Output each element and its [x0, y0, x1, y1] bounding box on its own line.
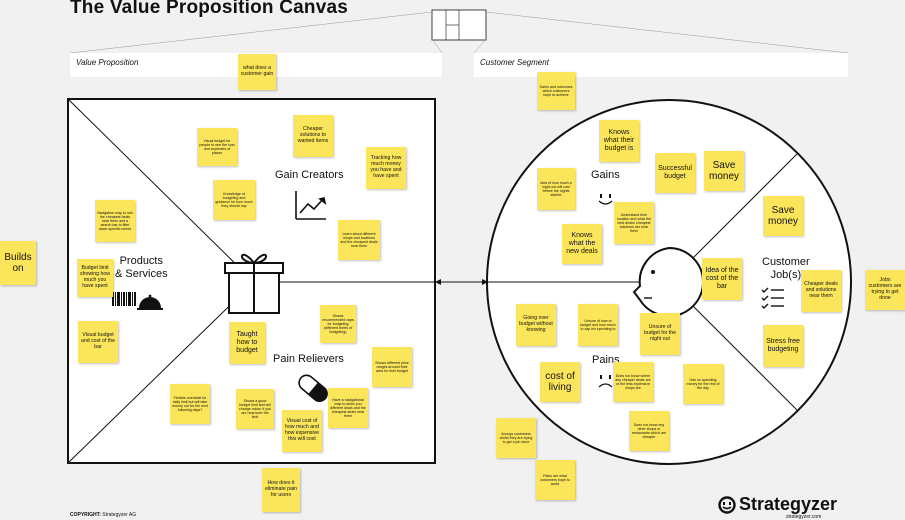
pains-label: Pains	[592, 354, 620, 366]
sticky-note[interactable]: How does it eliminate pain for users	[262, 468, 300, 512]
sticky-note[interactable]: Taught how to budget	[229, 322, 265, 364]
sticky-note[interactable]: Knows what their budget is	[599, 120, 639, 162]
sticky-note[interactable]: Going over budget without knowing	[516, 304, 556, 346]
sticky-note[interactable]: Flexible overdraft for daily limit but w…	[170, 384, 210, 424]
customer-segment-header: Customer Segment	[474, 53, 848, 77]
sticky-note[interactable]: cost of living	[540, 362, 580, 402]
arrow-right-icon	[482, 279, 488, 285]
sticky-note[interactable]: Idea of how much a night-out will cost b…	[537, 168, 575, 210]
sticky-note[interactable]: Save money	[763, 196, 803, 236]
sticky-note[interactable]: Annoys customers whilst they are trying …	[496, 418, 536, 458]
customer-jobs-label-line2: Job(s)	[770, 268, 802, 281]
sticky-note[interactable]: Has no spending money for the rest of th…	[683, 364, 723, 404]
sticky-note[interactable]: Shows recommended caps for budgeting (di…	[320, 305, 356, 343]
sticky-note[interactable]: Visual budget and cost of the bar	[78, 321, 118, 363]
sticky-note[interactable]: Learn about different shops and location…	[338, 220, 380, 260]
sticky-note[interactable]: Understand their location and what the b…	[614, 202, 654, 244]
products-services-label-line2: & Services	[115, 267, 168, 280]
customer-jobs-label-line1: Customer	[762, 256, 810, 268]
sticky-note[interactable]: Budget limit showing how much you have s…	[77, 259, 113, 297]
customer-face-icon	[632, 246, 704, 318]
sticky-note[interactable]: Builds on	[0, 241, 36, 285]
sticky-note[interactable]: Jobs customers are trying to get done	[865, 270, 905, 310]
brand-url: strategyzer.com	[786, 514, 822, 520]
sticky-note[interactable]: Stress free budgeting	[763, 325, 803, 367]
gains-label: Gains	[591, 169, 620, 181]
sticky-note[interactable]: Idea of the cost of the bar	[702, 258, 742, 300]
copyright-label: COPYRIGHT:	[70, 512, 101, 518]
sticky-note[interactable]: Does not know where any cheaper deals ar…	[613, 362, 653, 402]
sticky-note[interactable]: Shows a good budget limit and will chang…	[236, 389, 274, 429]
gift-icon	[224, 253, 284, 314]
products-services-label-line1: Products	[119, 255, 163, 267]
gain-creators-label: Gain Creators	[275, 169, 344, 181]
strategyzer-mark-icon	[718, 495, 736, 514]
sticky-note[interactable]: Pains are what customers hope to avoid	[535, 460, 575, 500]
brand-name: Strategyzer	[739, 494, 838, 514]
canvas-title: The Value Proposition Canvas	[70, 0, 349, 18]
sticky-note[interactable]: Does not know any other shops or restaur…	[629, 411, 669, 451]
sticky-note[interactable]: Tracking how much money you have and hav…	[366, 147, 406, 189]
sticky-note[interactable]: Shows different price ranges around thei…	[372, 347, 412, 387]
sticky-note[interactable]: Knows what the new deals	[562, 224, 602, 264]
sticky-note[interactable]: Gains and outcomes which customers hope …	[537, 72, 575, 110]
service-bell-icon	[137, 294, 163, 310]
checklist-icon	[761, 287, 784, 309]
sticky-note[interactable]: Navigation map to see the cheapest deals…	[95, 200, 135, 242]
sticky-note[interactable]: Cheaper deals and solutions near them	[801, 270, 841, 312]
sticky-note[interactable]: Successful budget	[655, 153, 695, 193]
pill-icon	[298, 374, 328, 403]
arrow-left-icon	[435, 279, 441, 285]
pain-relievers-label: Pain Relievers	[273, 353, 344, 365]
strategyzer-logo: Strategyzer	[718, 494, 837, 515]
sticky-note[interactable]: Unsure of how to budget and how much to …	[578, 304, 618, 346]
sticky-note[interactable]: what does a customer gain	[238, 54, 276, 90]
frown-icon	[598, 375, 613, 388]
copyright-owner: Strategyzer AG	[102, 512, 137, 518]
chart-growth-icon	[295, 191, 327, 220]
sticky-note[interactable]: Have a navigational map to show you diff…	[328, 388, 368, 428]
sticky-note[interactable]: Save money	[704, 151, 744, 191]
sticky-note[interactable]: Cheaper solutions to wanted items	[293, 115, 333, 157]
copyright-notice: COPYRIGHT: Strategyzer AG	[70, 512, 136, 518]
sticky-note[interactable]: Unsure of budget for the night out	[640, 313, 680, 355]
sticky-note[interactable]: Visual cost of how much and how expensiv…	[282, 410, 322, 452]
products-services-label: Products & Services	[115, 255, 168, 280]
sticky-note[interactable]: Visual budget for people to see the cost…	[197, 128, 237, 166]
sticky-note[interactable]: Knowledge of budgeting and guidance for …	[213, 180, 255, 220]
customer-jobs-label: Customer Job(s)	[762, 256, 810, 281]
smile-icon	[598, 194, 613, 205]
barcode-icon	[112, 292, 136, 306]
